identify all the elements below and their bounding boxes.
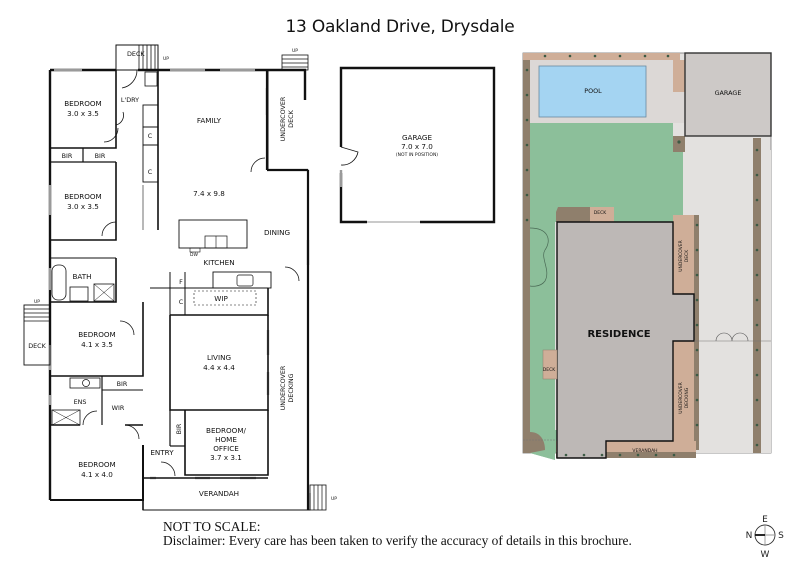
- disclaimer-text: Disclaimer: Every care has been taken to…: [163, 533, 632, 548]
- cupboard-label: C: [148, 168, 153, 176]
- office-name-2: HOME: [215, 435, 237, 444]
- office-size: 3.7 x 3.1: [210, 453, 242, 462]
- bedroom-1-size: 3.0 x 3.5: [67, 109, 99, 118]
- compass-n: N: [746, 531, 753, 541]
- svg-text:UP: UP: [34, 299, 40, 305]
- svg-text:UNDERCOVER: UNDERCOVER: [279, 365, 287, 410]
- svg-text:UNDERCOVER: UNDERCOVER: [678, 382, 684, 414]
- svg-text:DECK: DECK: [543, 367, 556, 373]
- floor-plan: [23, 44, 327, 511]
- bedroom-3-name: BEDROOM: [78, 330, 116, 339]
- dining-label: DINING: [264, 228, 290, 237]
- disclaimer-block: NOT TO SCALE: Disclaimer: Every care has…: [163, 520, 632, 548]
- garage-note: (NOT IN POSITION): [396, 152, 438, 158]
- family-size: 7.4 x 9.8: [193, 189, 225, 198]
- bir-label: BIR: [95, 152, 106, 160]
- bedroom-4-name: BEDROOM: [78, 460, 116, 469]
- verandah-label: VERANDAH: [199, 489, 239, 498]
- compass-w: W: [761, 550, 770, 560]
- svg-text:UNDERCOVER: UNDERCOVER: [678, 240, 684, 272]
- bir-label: BIR: [62, 152, 73, 160]
- wip-label: WIP: [214, 294, 228, 303]
- floor-plan-labels: DECK UP UP L'DRY BEDROOM 3.0 x 3.5 BIR B…: [28, 48, 337, 502]
- svg-text:VERANDAH: VERANDAH: [632, 448, 657, 454]
- laundry-label: L'DRY: [121, 96, 139, 104]
- bath-label: BATH: [72, 272, 91, 281]
- bedroom-1-name: BEDROOM: [64, 99, 102, 108]
- site-garage-label: GARAGE: [715, 89, 742, 97]
- fridge-label: F: [179, 278, 183, 286]
- deck-top-label: DECK: [127, 50, 145, 58]
- svg-text:UP: UP: [163, 56, 169, 62]
- garage-name: GARAGE: [402, 133, 433, 142]
- svg-text:UP: UP: [331, 496, 337, 502]
- residence-label: RESIDENCE: [587, 329, 650, 340]
- garage-plan: GARAGE 7.0 x 7.0 (NOT IN POSITION): [339, 66, 496, 224]
- ensuite-label: ENS: [74, 398, 87, 406]
- svg-text:BIR: BIR: [175, 423, 183, 434]
- cupboard-label: C: [179, 298, 184, 306]
- not-to-scale-label: NOT TO SCALE:: [163, 519, 261, 534]
- svg-text:DECKING: DECKING: [287, 373, 295, 402]
- bir-label: BIR: [117, 380, 128, 388]
- page-title: 13 Oakland Drive, Drysdale: [285, 17, 515, 37]
- svg-text:DECK: DECK: [287, 109, 295, 127]
- living-size: 4.4 x 4.4: [203, 363, 235, 372]
- office-name-1: BEDROOM/: [206, 426, 247, 435]
- bedroom-2-name: BEDROOM: [64, 192, 102, 201]
- family-name: FAMILY: [197, 116, 222, 125]
- svg-text:UP: UP: [292, 48, 298, 54]
- kitchen-label: KITCHEN: [203, 258, 234, 267]
- compass-s: S: [778, 531, 784, 541]
- deck-left-label: DECK: [28, 342, 46, 350]
- wir-label: WIR: [112, 404, 125, 412]
- entry-label: ENTRY: [150, 448, 174, 457]
- svg-text:DECKING: DECKING: [684, 387, 690, 408]
- compass-e: E: [762, 515, 768, 525]
- pool-label: POOL: [584, 87, 602, 95]
- bedroom-2-size: 3.0 x 3.5: [67, 202, 99, 211]
- svg-text:DECK: DECK: [684, 249, 690, 262]
- office-name-3: OFFICE: [213, 444, 239, 453]
- living-name: LIVING: [207, 353, 231, 362]
- dishwasher-label: DW: [190, 252, 198, 258]
- bedroom-3-size: 4.1 x 3.5: [81, 340, 113, 349]
- site-plan: POOL GARAGE DECK RESIDENCE VERANDAH UNDE…: [522, 52, 772, 460]
- compass-rose: E N S W: [746, 515, 785, 560]
- svg-text:DECK: DECK: [594, 210, 607, 216]
- bedroom-4-size: 4.1 x 4.0: [81, 470, 113, 479]
- garage-size: 7.0 x 7.0: [401, 142, 433, 151]
- cupboard-label: C: [148, 132, 153, 140]
- svg-text:UNDERCOVER: UNDERCOVER: [279, 96, 287, 141]
